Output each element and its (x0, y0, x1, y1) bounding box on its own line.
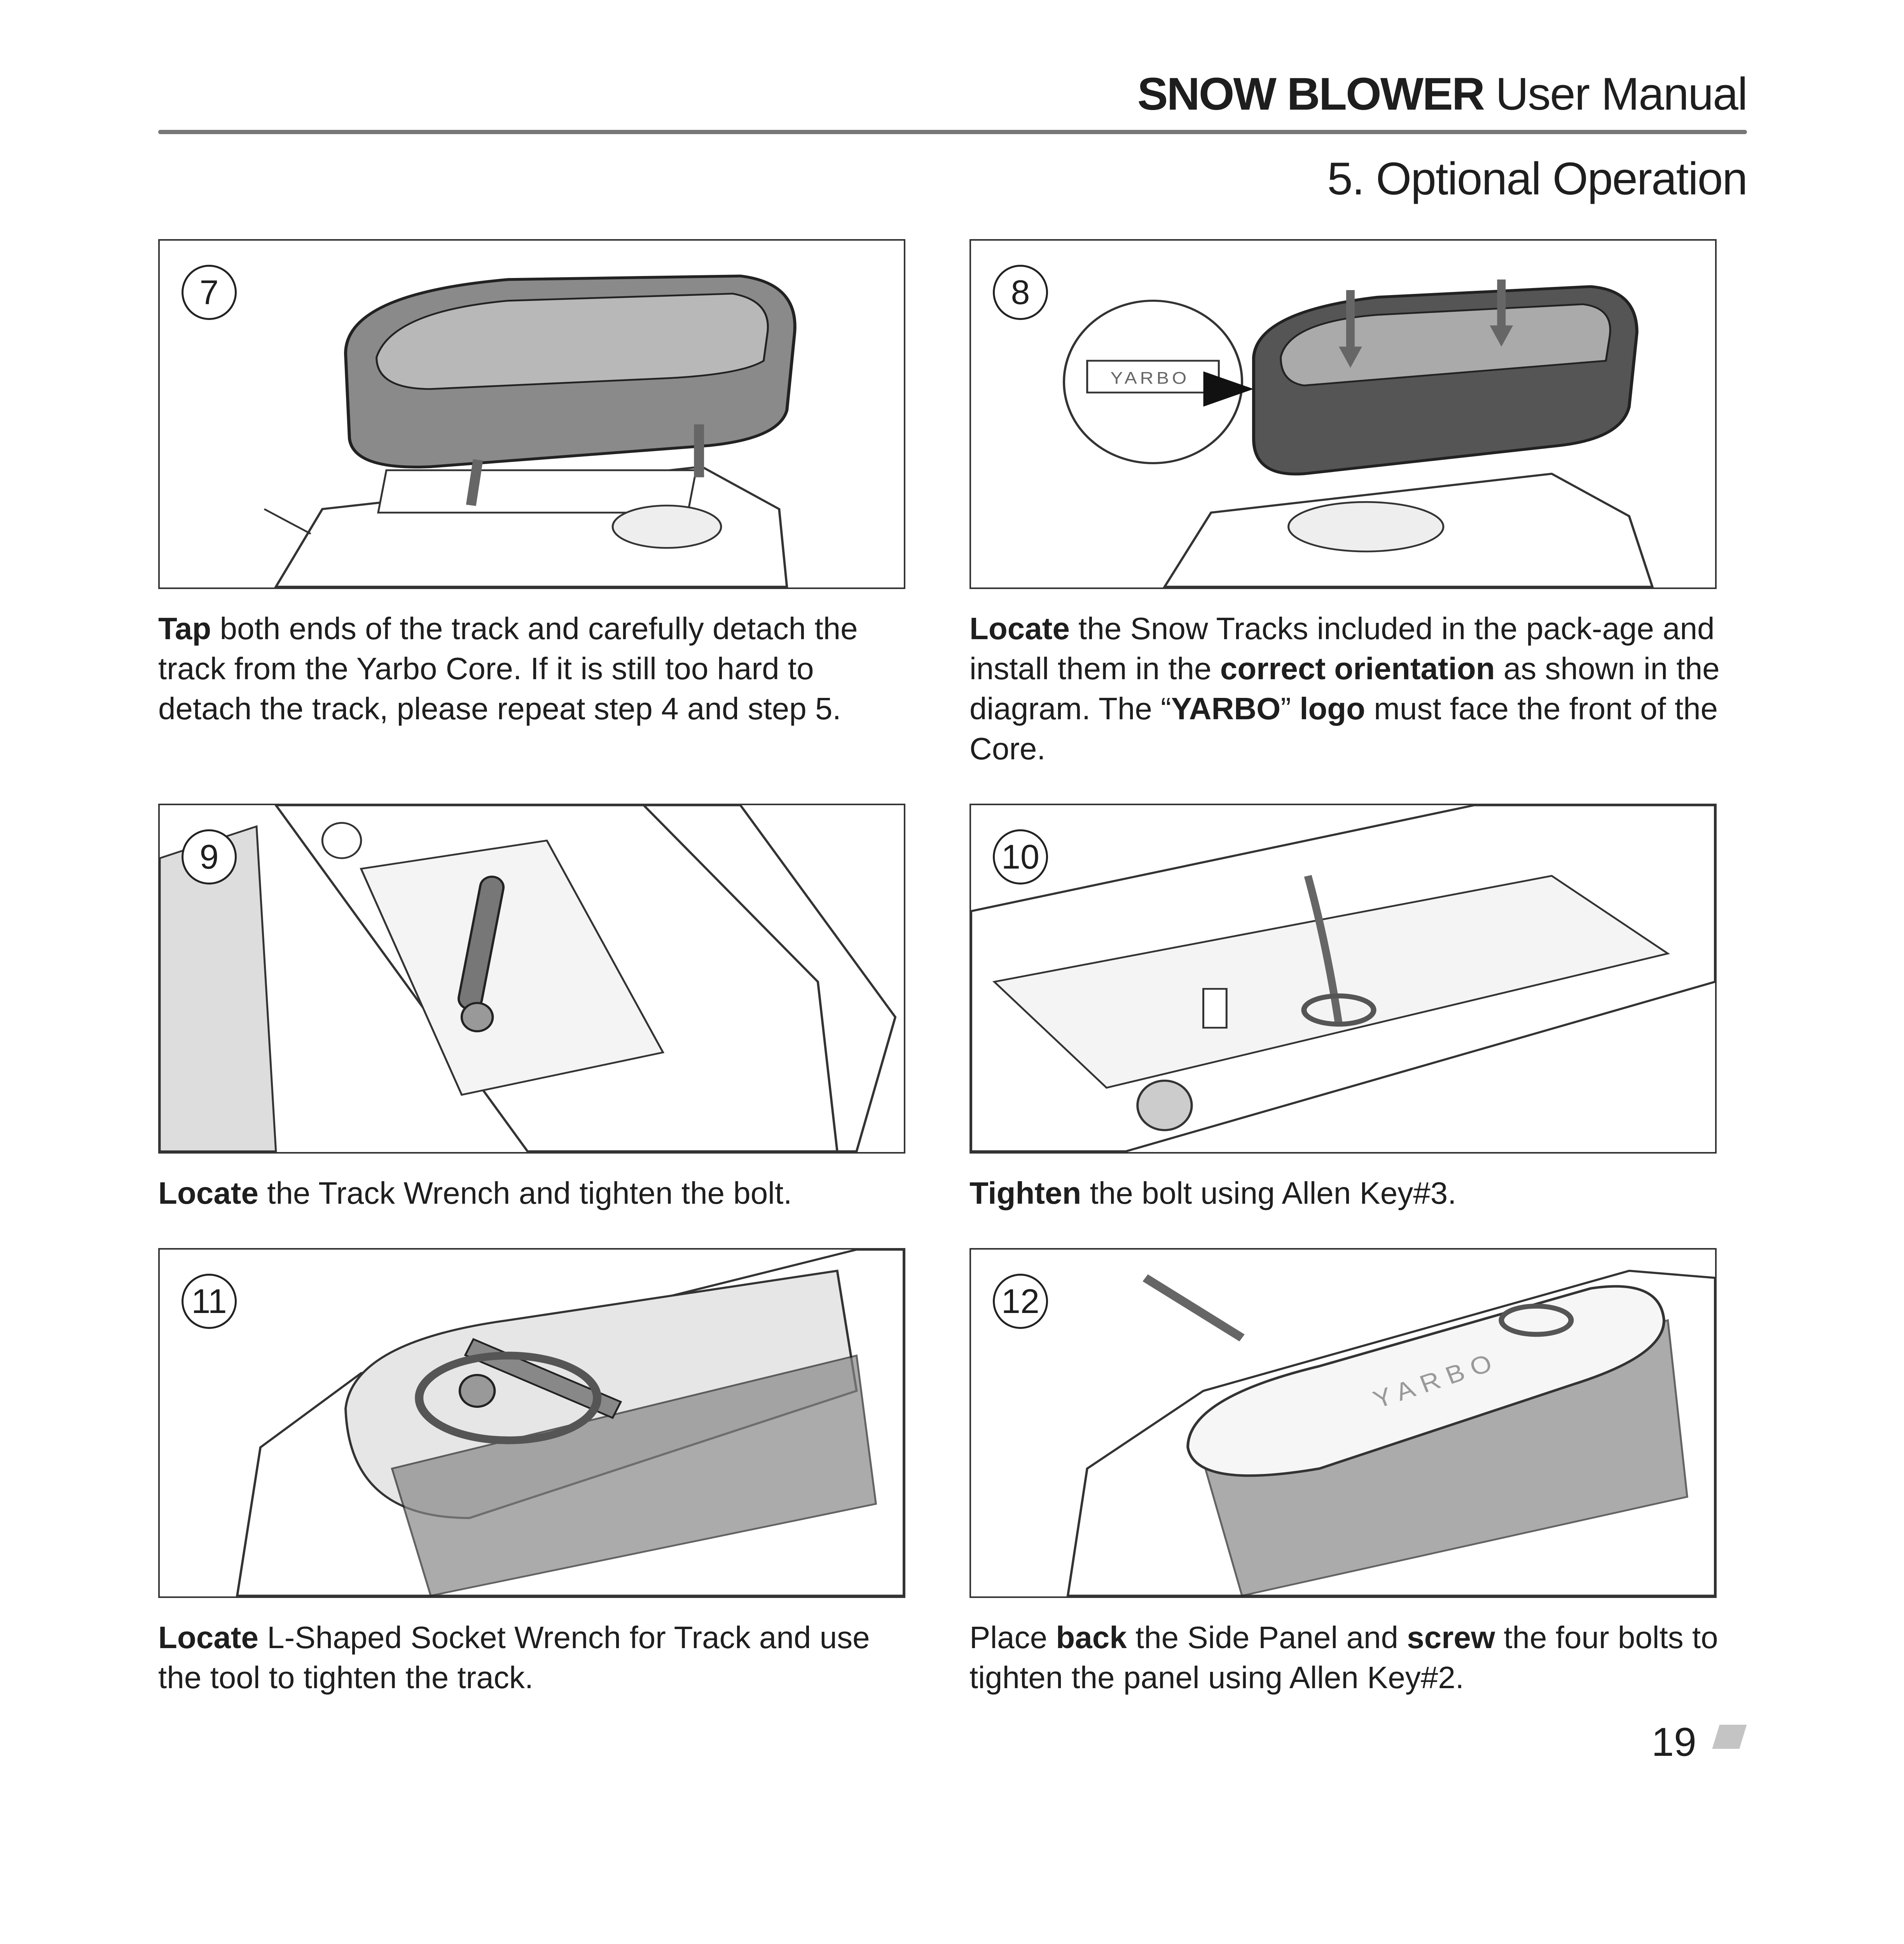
step-number: 8 (993, 265, 1048, 320)
steps-grid: 7 Tap both ends of the track and careful… (158, 239, 1747, 1698)
caption-emphasis: Locate (158, 1176, 259, 1210)
step-number: 9 (182, 829, 237, 885)
caption-text: the Track Wrench and tighten the bolt. (258, 1176, 792, 1210)
header-doc: User Manual (1495, 68, 1748, 120)
caption-emphasis: Tighten (969, 1176, 1081, 1210)
socket-wrench-drawing (236, 1250, 904, 1596)
step-number: 11 (182, 1274, 237, 1329)
caption-emphasis: screw (1407, 1620, 1495, 1655)
caption-text: ” (1280, 691, 1300, 726)
caption-text: as shown in the diagram. The “ (969, 651, 1720, 726)
header-product: SNOW BLOWER (1137, 68, 1485, 120)
caption-emphasis: Locate (158, 1620, 259, 1655)
caption-text: the Side Panel and (1127, 1620, 1407, 1655)
caption-emphasis: YARBO (1171, 691, 1281, 726)
track-install-drawing: YARBO (1063, 279, 1654, 587)
side-panel-drawing: YARBO (1066, 1269, 1715, 1596)
step-8-illustration: 8 YARBO (969, 239, 1717, 589)
step-9: 9 Locate the Track Wrench and tighten th… (158, 804, 905, 1213)
caption-text: both ends of the track and carefully det… (158, 611, 858, 726)
caption-text: the Snow Tracks included in the pack-age… (969, 611, 1715, 686)
caption-text: the four bolts to tighten the panel usin… (969, 1620, 1718, 1695)
allen-key-drawing (971, 805, 1715, 1152)
caption-text: Place (969, 1620, 1056, 1655)
step-12-illustration: 12 YARBO (969, 1248, 1717, 1598)
section-title: 5. Optional Operation (1327, 153, 1748, 205)
step-7: 7 Tap both ends of the track and careful… (158, 239, 905, 769)
caption-text: must face the front of the Core. (969, 691, 1718, 766)
header-divider (158, 130, 1747, 134)
caption-text: the bolt using Allen Key#3. (1081, 1176, 1457, 1210)
caption-emphasis: Tap (158, 611, 211, 646)
step-number: 7 (182, 265, 237, 320)
page-footer: 19 (158, 1721, 1747, 1767)
step-12: 12 YARBO Place back the Side Panel and s… (969, 1248, 1720, 1698)
step-10: 10 Tighten the bolt using Allen Key#3. (969, 804, 1717, 1213)
page-number: 19 (1651, 1720, 1696, 1765)
caption-emphasis: back (1056, 1620, 1127, 1655)
step-11-caption: Locate L-Shaped Socket Wrench for Track … (158, 1617, 908, 1698)
page-number-tab (1712, 1725, 1747, 1749)
step-7-illustration: 7 (158, 239, 905, 589)
step-11-illustration: 11 (158, 1248, 905, 1598)
track-removal-drawing (264, 274, 797, 587)
step-10-caption: Tighten the bolt using Allen Key#3. (969, 1173, 1720, 1213)
caption-emphasis: correct orientation (1220, 651, 1495, 686)
caption-emphasis: Locate (969, 611, 1070, 646)
step-10-illustration: 10 (969, 804, 1717, 1154)
step-number: 10 (993, 829, 1048, 885)
step-9-illustration: 9 (158, 804, 905, 1154)
step-11: 11 Locate L-Shaped Socket Wrench for Tra… (158, 1248, 905, 1698)
step-number: 12 (993, 1274, 1048, 1329)
step-8: 8 YARBO Locate the Snow Tracks included … (969, 239, 1720, 769)
step-8-caption: Locate the Snow Tracks included in the p… (969, 608, 1720, 769)
step-7-caption: Tap both ends of the track and carefully… (158, 608, 908, 729)
caption-text: L-Shaped Socket Wrench for Track and use… (158, 1620, 870, 1695)
step-12-caption: Place back the Side Panel and screw the … (969, 1617, 1720, 1698)
yarbo-logo: YARBO (1111, 369, 1190, 388)
caption-emphasis: logo (1300, 691, 1366, 726)
track-wrench-drawing (160, 805, 897, 1152)
step-9-caption: Locate the Track Wrench and tighten the … (158, 1173, 908, 1213)
